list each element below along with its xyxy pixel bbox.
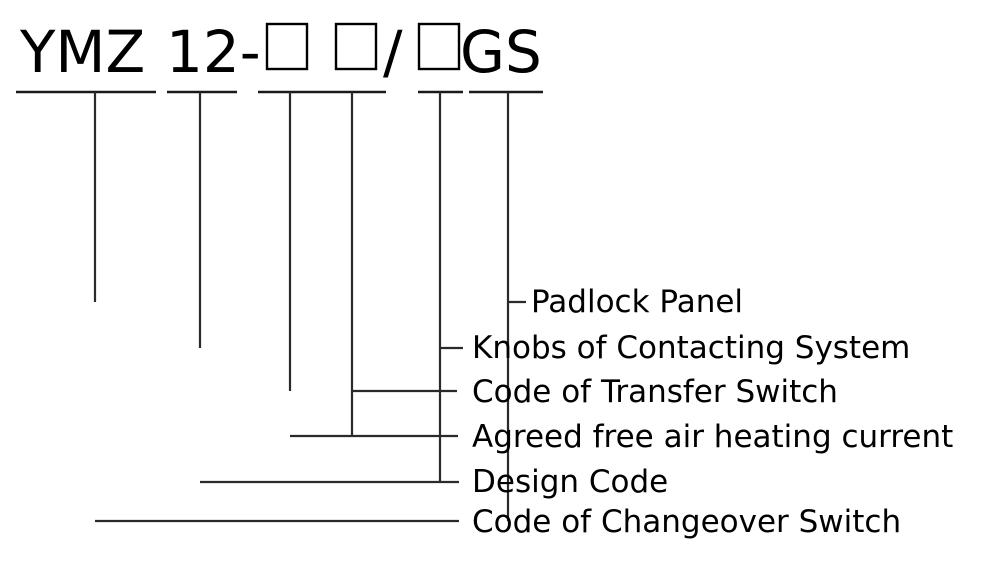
model-part-series: 12- <box>166 18 261 86</box>
model-part-prefix: YMZ <box>19 18 145 86</box>
callout-label-padlock-panel: Padlock Panel <box>531 284 743 320</box>
callout-label-knobs-contacting-system: Knobs of Contacting System <box>472 330 910 366</box>
underline-segments-group <box>16 90 543 521</box>
placeholder-box <box>417 22 461 71</box>
model-designation-string: YMZ 12- / GS <box>19 18 542 86</box>
placeholder-box <box>334 22 378 71</box>
model-part-slash: / <box>383 18 403 86</box>
callout-label-agreed-free-air-heating-current: Agreed free air heating current <box>472 419 953 455</box>
leader-lines-group <box>95 300 526 523</box>
placeholder-box <box>265 22 309 71</box>
placeholder-boxes-group <box>265 22 461 71</box>
callout-label-code-changeover-switch: Code of Changeover Switch <box>472 504 901 540</box>
callout-label-code-transfer-switch: Code of Transfer Switch <box>472 374 838 410</box>
model-part-suffix: GS <box>460 18 542 86</box>
callout-label-design-code: Design Code <box>472 464 668 500</box>
